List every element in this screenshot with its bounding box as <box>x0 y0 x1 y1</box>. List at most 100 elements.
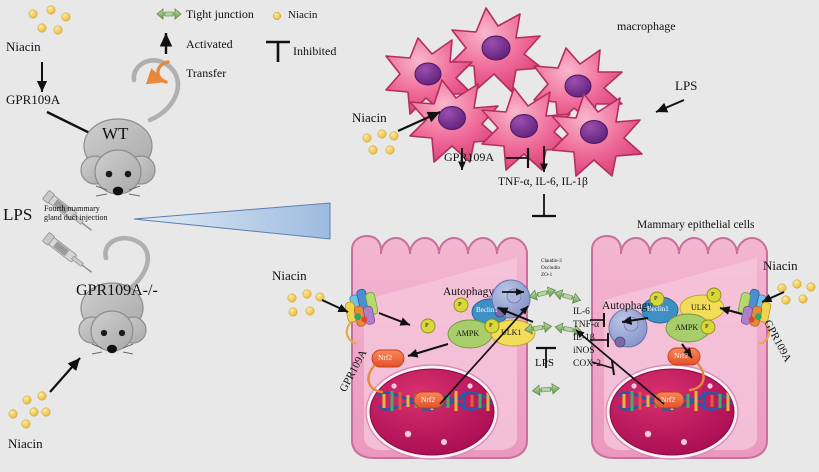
niacin-label-top: Niacin <box>6 39 41 54</box>
ulk1-label-left: ULK1 <box>501 328 522 337</box>
mediator-cox2: COX-2 <box>573 359 601 369</box>
magnifier-wedge <box>133 202 331 240</box>
arrow-ampk-to-nrf2-right <box>681 343 693 359</box>
autophagy-label-left: Autophagy <box>443 286 495 298</box>
mediator-tnfa: TNF-α <box>573 320 600 330</box>
niacin-dots-epithelium-left <box>287 289 325 317</box>
beclin1-label-right: Beclin1 <box>647 305 669 313</box>
arrow-receptor-to-ulk1-right <box>719 306 743 315</box>
macrophage-cell <box>551 93 643 177</box>
nrf2-cytoplasm-left <box>371 349 405 368</box>
macrophage-title: macrophage <box>617 19 676 33</box>
injection-label-line1: Fourth mammary <box>44 204 100 213</box>
arrow-niacin-to-ko-mouse <box>49 357 81 393</box>
t-bar-icon <box>266 40 290 62</box>
nrf2-label-cyto-left: Nrf2 <box>378 353 393 362</box>
protein-complex-right <box>641 287 725 343</box>
legend-label-tight-junction: Tight junction <box>186 7 254 21</box>
mediator-inos: iNOS <box>573 346 595 356</box>
legend-label-transfer: Transfer <box>186 66 227 80</box>
lps-label-macrophage: LPS <box>675 78 698 93</box>
macrophage-cell <box>449 7 543 93</box>
macrophage-cluster <box>385 7 643 177</box>
syringe-upper <box>42 190 92 231</box>
arrow-receptor-to-ampk-left <box>378 312 411 326</box>
phospho-left-2 <box>420 318 436 334</box>
niacin-label-epi-right: Niacin <box>763 258 798 273</box>
knockout-mouse-label: GPR109A-/- <box>76 282 158 299</box>
legend-icons <box>145 8 290 85</box>
epithelial-cell-right <box>591 234 772 460</box>
lps-label-lumen: LPS <box>535 357 554 369</box>
legend-label-inhibited: Inhibited <box>293 44 337 58</box>
arrow-beclin-to-autophagosome-right <box>621 316 649 325</box>
syringe-lower <box>42 232 92 273</box>
niacin-label-epi-left: Niacin <box>272 268 307 283</box>
protein-complex-left <box>420 297 536 349</box>
tj-protein-occludin: Occludin <box>541 265 561 271</box>
niacin-dots-bottom <box>8 391 51 429</box>
phospho-label-left-3: P <box>489 322 493 329</box>
autophagosome-right <box>608 308 648 348</box>
knockout-mouse <box>78 236 151 355</box>
ampk-label-left: AMPK <box>456 329 480 338</box>
epithelium <box>344 234 772 460</box>
niacin-label-bottom: Niacin <box>8 436 43 451</box>
beclin1-label-left: Beclin1 <box>476 306 498 314</box>
niacin-dots-epithelium-right <box>777 279 816 305</box>
legend-label-activated: Activated <box>186 37 233 51</box>
epithelium-title: Mammary epithelial cells <box>637 219 755 231</box>
autophagy-label-right: Autophagy <box>602 300 654 312</box>
arrow-lps-to-macrophage <box>655 99 685 113</box>
inhibit-gpr109a-to-cytokines <box>506 148 530 168</box>
niacin-dots-top <box>28 5 71 35</box>
ulk1-label-right: ULK1 <box>691 303 712 312</box>
nrf2-label-nuclear-right: Nrf2 <box>661 395 676 404</box>
niacin-label-macrophage: Niacin <box>352 110 387 125</box>
arrow-niacin-to-receptor-left <box>321 299 349 313</box>
legend-label-niacin: Niacin <box>288 9 318 21</box>
mediator-inhibit-bars <box>590 313 615 376</box>
mediator-il1b: IL-1β <box>573 333 595 343</box>
cytokines-label: TNF-α, IL-6, IL-1β <box>498 176 588 188</box>
arrow-nucleus-left-to-tj <box>439 305 529 405</box>
phospho-label-left-1: P <box>458 301 462 308</box>
phospho-right-3 <box>700 319 716 335</box>
phospho-right-2 <box>706 287 722 303</box>
nrf2-label-cyto-right: Nrf2 <box>674 351 689 360</box>
arrow-niacin-to-macrophage <box>397 110 441 133</box>
arrow-nucleus-right-to-tj <box>575 329 665 405</box>
tight-junction-group <box>524 286 583 396</box>
nrf2-nuclear-right <box>653 391 685 409</box>
phospho-left-3 <box>484 318 500 334</box>
tight-junction-symbol <box>156 8 182 20</box>
lps-inhibit-tightjunction <box>536 346 556 368</box>
injection-label-line2: gland duct injection <box>44 213 108 222</box>
epithelial-cell-left <box>344 234 536 460</box>
macrophage-cell <box>409 79 501 163</box>
gpr109a-label-mouse: GPR109A <box>6 92 61 107</box>
tj-protein-zo1: ZO-1 <box>541 272 553 278</box>
niacin-dot-icon <box>272 11 282 21</box>
phospho-label-left-2: P <box>425 322 429 329</box>
phospho-label-right-1: P <box>654 295 658 302</box>
phospho-label-right-3: P <box>705 323 709 330</box>
phospho-left-1 <box>453 297 469 313</box>
arrow-ampk-to-nrf2-left <box>407 343 449 358</box>
lps-label-mouse: LPS <box>3 205 33 224</box>
niacin-dots-macrophage <box>362 129 399 155</box>
arrow-ulk1-to-autophagosome-left <box>497 307 534 323</box>
curved-arrow-icon <box>145 60 170 85</box>
gpr109a-receptor-left <box>344 288 379 345</box>
phospho-label-right-2: P <box>711 291 715 298</box>
gpr109a-receptor-right <box>737 288 772 345</box>
gpr109a-label-macrophage: GPR109A <box>444 150 495 164</box>
phospho-right-1 <box>649 291 665 307</box>
inhibit-cytokines-to-epithelium <box>532 194 556 218</box>
arrow-niacin-to-receptor-right <box>761 291 785 303</box>
tj-protein-claudin3: Claudin-3 <box>541 258 562 264</box>
mediator-il6: IL-6 <box>573 307 590 317</box>
ampk-label-right: AMPK <box>675 323 699 332</box>
